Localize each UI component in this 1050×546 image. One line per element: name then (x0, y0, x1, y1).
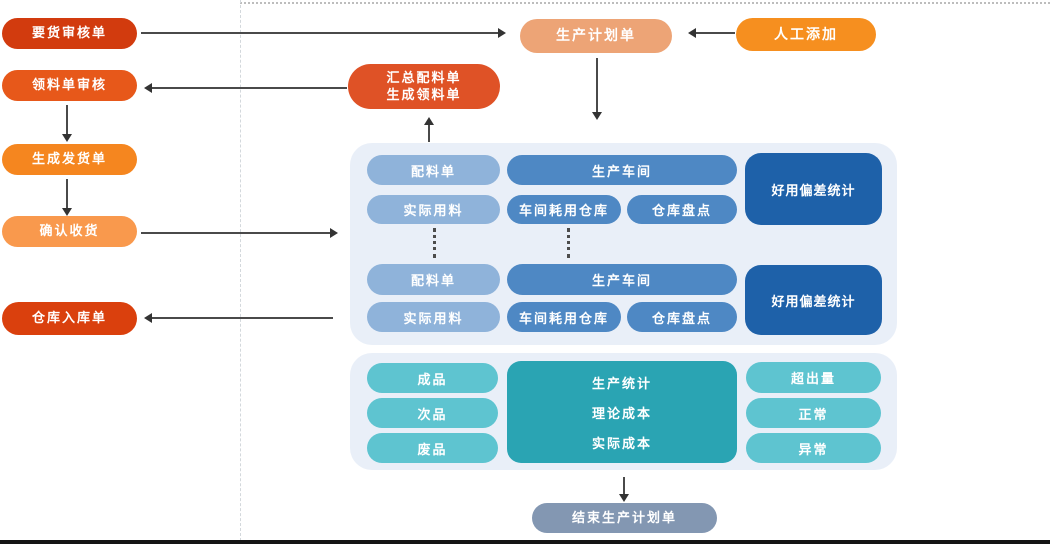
node-actual-usage-1: 实际用料 (367, 195, 500, 224)
arrow-receipt-to-workshop (141, 228, 338, 238)
node-defective: 次品 (367, 398, 498, 428)
node-normal: 正常 (746, 398, 881, 428)
arrow-ship-to-receipt (62, 179, 72, 216)
node-production-plan: 生产计划单 (520, 19, 672, 53)
node-workshop-2: 生产车间 (507, 264, 737, 295)
node-batching-2: 配料单 (367, 264, 500, 295)
node-stocktake-1: 仓库盘点 (627, 195, 737, 224)
node-deviation-stats-2: 好用偏差统计 (745, 265, 882, 335)
arrow-plan-to-workshop (592, 58, 602, 120)
stats-panel: 成品 次品 废品 生产统计 理论成本 实际成本 超出量 正常 异常 (350, 353, 897, 470)
stats-line-actual: 实际成本 (591, 435, 652, 451)
dotted-connector-right (567, 228, 570, 258)
dotted-top-divider (240, 2, 1050, 4)
summary-line2: 生成领料单 (386, 86, 462, 102)
dashed-vertical-divider (240, 0, 241, 541)
node-warehouse-in: 仓库入库单 (2, 302, 137, 335)
node-create-shipment: 生成发货单 (2, 144, 137, 175)
summary-line1: 汇总配料单 (386, 70, 462, 86)
arrow-workshop-to-warein (144, 313, 333, 323)
node-production-stats-box: 生产统计 理论成本 实际成本 (507, 361, 737, 463)
arrow-demand-to-plan (141, 28, 506, 38)
node-workshop-warehouse-1: 车间耗用仓库 (507, 195, 621, 224)
node-batching-1: 配料单 (367, 155, 500, 185)
node-abnormal: 异常 (746, 433, 881, 463)
node-confirm-receipt: 确认收货 (2, 216, 137, 247)
stats-line-production: 生产统计 (591, 375, 652, 391)
dotted-connector-left (433, 228, 436, 258)
arrow-workshop-to-summary (424, 117, 434, 142)
node-over-quantity: 超出量 (746, 362, 881, 393)
node-summary-batching: 汇总配料单 生成领料单 (348, 64, 500, 109)
node-stocktake-2: 仓库盘点 (627, 302, 737, 332)
node-demand-audit: 要货审核单 (2, 18, 137, 49)
arrow-summary-to-pickaudit (144, 83, 347, 93)
node-manual-add: 人工添加 (736, 18, 876, 51)
workshop-panel: 配料单 生产车间 好用偏差统计 实际用料 车间耗用仓库 仓库盘点 配料单 生产车… (350, 143, 897, 345)
node-workshop-1: 生产车间 (507, 155, 737, 185)
bottom-border-bar (0, 540, 1050, 544)
node-scrap: 废品 (367, 433, 498, 463)
node-pick-audit: 领料单审核 (2, 70, 137, 101)
node-deviation-stats-1: 好用偏差统计 (745, 153, 882, 225)
arrow-manual-to-plan (688, 28, 735, 38)
arrow-pickaudit-to-ship (62, 105, 72, 142)
stats-line-theoretical: 理论成本 (591, 405, 652, 421)
arrow-stats-to-end (619, 477, 629, 502)
node-workshop-warehouse-2: 车间耗用仓库 (507, 302, 621, 332)
node-actual-usage-2: 实际用料 (367, 302, 500, 332)
node-end-plan: 结束生产计划单 (532, 503, 717, 533)
node-finished-goods: 成品 (367, 363, 498, 393)
